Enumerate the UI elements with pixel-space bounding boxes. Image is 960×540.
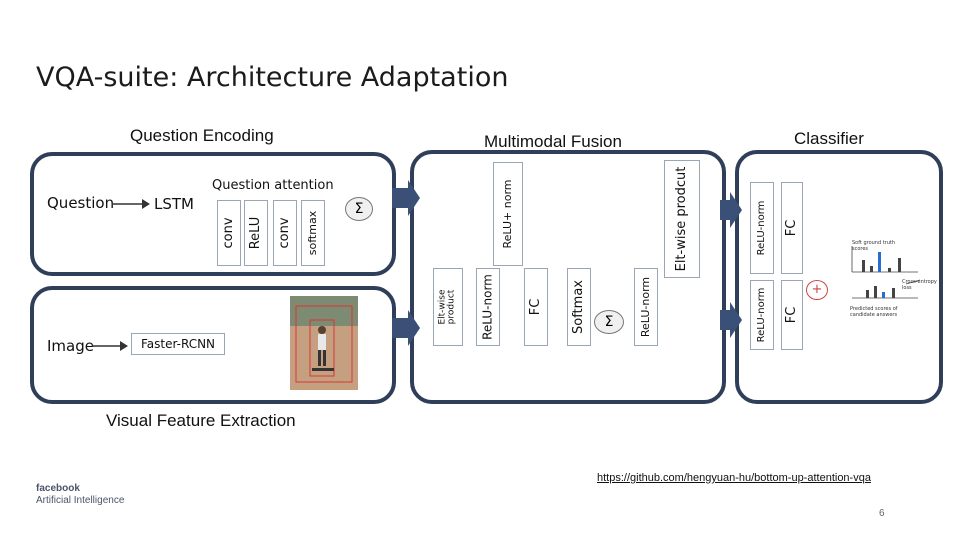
faster-rcnn-label: Faster-RCNN (140, 337, 216, 351)
section-multimodal-fusion: Multimodal Fusion (484, 132, 622, 151)
q-sum-symbol: Σ (354, 201, 364, 217)
fusion-eltwise-product-label: Elt-wise product (437, 289, 457, 325)
sample-image (290, 296, 358, 390)
q-block-conv-2-label: conv (277, 217, 293, 249)
panel-arrows-left (392, 180, 420, 346)
q-block-conv-1-label: conv (221, 217, 237, 249)
question-attention-label: Question attention (212, 178, 334, 193)
fusion-sum-icon: Σ (594, 310, 624, 334)
reference-link[interactable]: https://github.com/hengyuan-hu/bottom-up… (597, 472, 871, 484)
classifier-score-plots (851, 246, 921, 299)
q-sum-icon: Σ (345, 197, 373, 221)
classifier-top-relu-norm: ReLU-norm (750, 182, 774, 274)
classifier-top-fc: FC (781, 182, 803, 274)
fusion-eltwise-prodcut-label: Elt-wise prodcut (674, 166, 690, 272)
classifier-bottom-fc: FC (781, 280, 803, 350)
fusion-relu-norm-1-label: ReLU-norm (480, 274, 495, 340)
fusion-fc-label: FC (528, 298, 544, 316)
panel-arrows-right (720, 192, 742, 338)
classifier-plus-symbol: + (811, 282, 823, 297)
logo-line-2: Artificial Intelligence (36, 495, 125, 506)
fusion-relu-norm-2: ReLU-norm (634, 268, 658, 346)
faster-rcnn-box: Faster-RCNN (131, 333, 225, 355)
classifier-bottom-relu-norm-label: ReLU-norm (755, 287, 767, 343)
fusion-top-relu-norm-label: ReLU+ norm (501, 179, 515, 249)
annotation-cross-entropy: Cross-entropy loss (902, 279, 937, 291)
q-block-softmax: softmax (301, 200, 325, 266)
section-visual-feature-extraction: Visual Feature Extraction (106, 411, 296, 430)
fusion-sum-symbol: Σ (604, 314, 614, 330)
lstm-label: LSTM (154, 195, 194, 213)
fusion-softmax: Softmax (567, 268, 591, 346)
classifier-bottom-relu-norm: ReLU-norm (750, 280, 774, 350)
q-block-relu: ReLU (244, 200, 268, 266)
fusion-eltwise-product: Elt-wise product (433, 268, 463, 346)
fusion-softmax-label: Softmax (571, 280, 587, 334)
fusion-relu-norm-2-label: ReLU-norm (639, 276, 653, 338)
q-block-relu-label: ReLU (248, 216, 264, 250)
classifier-plus-icon: + (806, 280, 828, 300)
section-classifier: Classifier (794, 129, 864, 148)
annotation-soft-ground-truth: Soft ground truth scores (852, 240, 896, 252)
fusion-relu-norm-1: ReLU-norm (476, 268, 500, 346)
classifier-top-relu-norm-label: ReLU-norm (755, 200, 767, 256)
question-input-label: Question (47, 194, 115, 212)
fusion-top-relu-norm: ReLU+ norm (493, 162, 523, 266)
image-input-label: Image (47, 337, 94, 355)
q-block-conv-2: conv (273, 200, 297, 266)
question-encoding-panel (30, 152, 396, 276)
q-block-softmax-label: softmax (306, 210, 320, 256)
question-arrow (112, 199, 150, 209)
classifier-top-fc-label: FC (784, 219, 800, 237)
annotation-predicted-scores: Predicted scores of candidate answers (850, 306, 898, 318)
image-arrow (92, 341, 128, 351)
classifier-bottom-fc-label: FC (784, 306, 800, 324)
logo-line-1: facebook (36, 483, 80, 494)
section-question-encoding: Question Encoding (130, 126, 274, 145)
q-block-conv-1: conv (217, 200, 241, 266)
page-number: 6 (879, 508, 885, 519)
slide-title: VQA-suite: Architecture Adaptation (36, 62, 509, 93)
fusion-eltwise-prodcut: Elt-wise prodcut (664, 160, 700, 278)
fusion-fc: FC (524, 268, 548, 346)
